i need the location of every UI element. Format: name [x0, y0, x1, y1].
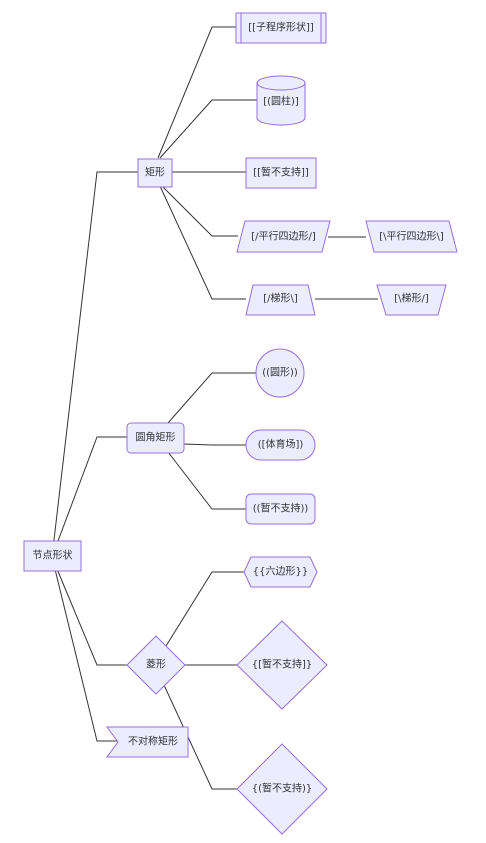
- node-rhombus-unsupported-1-label: {[暂不支持]}: [252, 658, 313, 671]
- node-stadium-label: ([体育场]): [258, 438, 304, 451]
- node-rhombus-unsupported-2[interactable]: {(暂不支持)}: [236, 743, 328, 835]
- edge-rect-parallelogram: [161, 185, 238, 237]
- node-circle-label: ((圆形)): [262, 367, 298, 379]
- node-cylinder[interactable]: [(圆柱)]: [256, 75, 306, 126]
- node-parallelogram-alt[interactable]: [\平行四边形\]: [365, 220, 458, 253]
- edge-root-rhombus: [51, 556, 127, 666]
- node-rounded[interactable]: 圆角矩形: [126, 422, 185, 454]
- node-rect[interactable]: 矩形: [137, 158, 173, 188]
- node-rounded-label: 圆角矩形: [136, 431, 176, 444]
- edge-rounded-unsupported: [167, 451, 246, 510]
- node-circle[interactable]: ((圆形)): [255, 348, 305, 398]
- edge-root-asymmetric: [51, 556, 118, 742]
- node-subroutine[interactable]: [[子程序形状]]: [235, 12, 327, 44]
- edge-root-rounded: [51, 436, 127, 558]
- edge-rounded-stadium: [182, 443, 246, 446]
- node-rhombus-unsupported-1[interactable]: {[暂不支持]}: [236, 620, 328, 710]
- node-stadium[interactable]: ([体育场]): [245, 429, 316, 461]
- node-rect-unsupported[interactable]: [[暂不支持]]: [245, 157, 317, 189]
- node-cylinder-label: [(圆柱)]: [263, 95, 299, 108]
- node-rounded-unsupported[interactable]: ((暂不支持)): [245, 493, 316, 525]
- node-rhombus[interactable]: 菱形: [126, 635, 186, 695]
- node-asymmetric-label: 不对称矩形: [128, 735, 178, 748]
- edge-rounded-circle: [167, 372, 256, 424]
- node-parallelogram-alt-label: [\平行四边形\]: [379, 230, 444, 243]
- edge-rhombus-unsupported-2: [163, 684, 237, 790]
- edge-root-rect: [51, 171, 138, 558]
- node-rhombus-unsupported-2-label: {(暂不支持)}: [252, 782, 313, 795]
- node-trapezoid-label: [/梯形\]: [263, 292, 298, 305]
- node-rounded-unsupported-label: ((暂不支持)): [253, 502, 309, 515]
- node-rect-label: 矩形: [145, 166, 165, 179]
- node-subroutine-label: [[子程序形状]]: [248, 21, 314, 34]
- node-trapezoid-alt-label: [\梯形/]: [394, 292, 429, 305]
- node-rect-unsupported-label: [[暂不支持]]: [253, 166, 309, 179]
- edge-rect-trapezoid: [159, 185, 246, 300]
- node-hexagon[interactable]: {{六边形}}: [243, 556, 318, 588]
- edge-rhombus-hexagon: [165, 571, 244, 647]
- edges: [51, 26, 378, 790]
- node-trapezoid[interactable]: [/梯形\]: [245, 284, 316, 316]
- edge-rect-subroutine: [157, 26, 236, 159]
- node-rhombus-label: 菱形: [146, 659, 166, 671]
- node-root-label: 节点形状: [33, 549, 73, 562]
- node-parallelogram[interactable]: [/平行四边形/]: [236, 220, 331, 253]
- node-trapezoid-alt[interactable]: [\梯形/]: [376, 284, 447, 316]
- node-asymmetric[interactable]: 不对称矩形: [106, 726, 189, 758]
- node-parallelogram-label: [/平行四边形/]: [251, 230, 316, 243]
- node-hexagon-label: {{六边形}}: [253, 566, 308, 578]
- edge-rect-cylinder: [159, 99, 257, 159]
- node-root[interactable]: 节点形状: [23, 540, 82, 572]
